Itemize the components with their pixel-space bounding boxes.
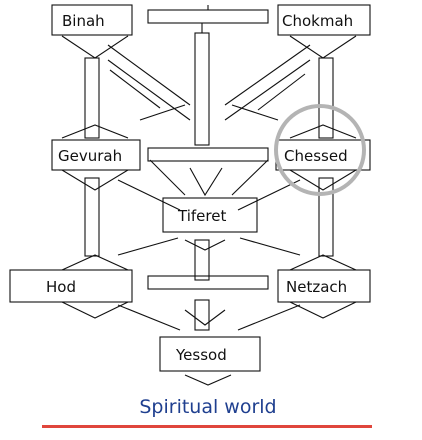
connector-lines	[9, 4, 371, 386]
node-label-gevurah: Gevurah	[58, 147, 122, 165]
netzach-box	[277, 269, 371, 303]
node-label-yessod: Yessod	[175, 346, 227, 364]
node-label-tiferet: Tiferet	[177, 207, 226, 225]
highlight-ring	[274, 104, 366, 196]
node-label-chokmah: Chokmah	[282, 12, 353, 30]
gevurah-box	[51, 139, 141, 171]
tiferet-box	[162, 197, 258, 233]
node-label-chessed: Chessed	[284, 147, 348, 165]
hod-box	[9, 269, 133, 303]
yessod-box	[159, 336, 261, 372]
node-label-hod: Hod	[46, 278, 76, 296]
chokmah-box	[277, 4, 371, 36]
node-label-netzach: Netzach	[286, 278, 347, 296]
caption-underline	[42, 425, 372, 428]
diagram-caption: Spiritual world	[139, 396, 276, 418]
node-label-binah: Binah	[62, 12, 105, 30]
binah-box	[51, 4, 133, 36]
